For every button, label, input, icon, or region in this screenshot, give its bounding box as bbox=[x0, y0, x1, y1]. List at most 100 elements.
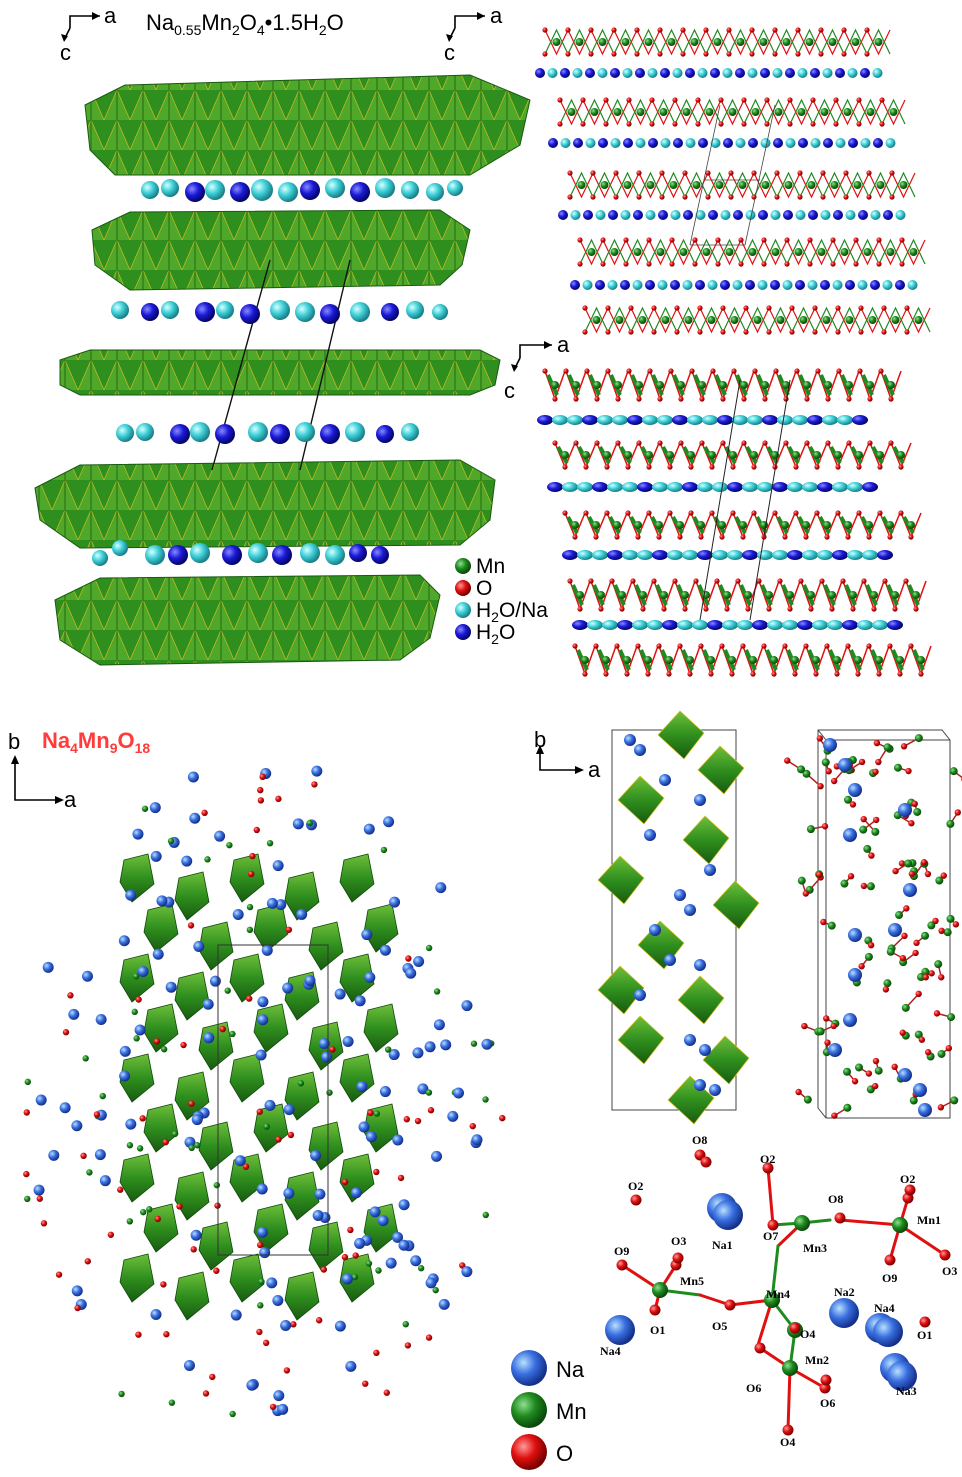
mn-atom bbox=[893, 763, 902, 772]
o-atom bbox=[879, 97, 885, 103]
o-atom bbox=[825, 396, 831, 402]
axis-triad-a: a c bbox=[60, 3, 117, 65]
water-sodium-site bbox=[710, 68, 720, 78]
mn-atom bbox=[909, 248, 918, 256]
water-sodium-site bbox=[797, 68, 808, 78]
o-atom bbox=[563, 368, 569, 374]
mn-atom bbox=[24, 1078, 31, 1086]
o-atom bbox=[925, 1049, 932, 1056]
water-sodium-site bbox=[783, 210, 793, 220]
water-sodium-site bbox=[807, 280, 818, 290]
na-atom bbox=[848, 783, 862, 797]
o-atom bbox=[695, 97, 701, 103]
water-sodium-site bbox=[785, 68, 795, 78]
water-sodium-site bbox=[572, 620, 588, 630]
mn-atom bbox=[707, 316, 716, 324]
atom-labels: O8 O2 O2 O2 Na1 O7 Mn3 O8 Mn1 O9 O3 Mn5 … bbox=[600, 1133, 957, 1449]
o-atom bbox=[729, 671, 735, 677]
o-atom bbox=[687, 671, 693, 677]
water-sodium-site bbox=[582, 280, 593, 290]
o-atom bbox=[818, 51, 824, 57]
water-sodium-site bbox=[847, 68, 858, 78]
na-atom bbox=[193, 940, 205, 952]
water-sodium-site bbox=[772, 68, 783, 78]
o-atom bbox=[285, 926, 293, 933]
o-atom bbox=[552, 440, 558, 446]
water-sodium-site bbox=[860, 138, 871, 148]
water-sodium-site bbox=[760, 138, 771, 148]
o-atom bbox=[623, 261, 629, 267]
o-atom bbox=[858, 305, 864, 311]
na-atom bbox=[634, 989, 646, 1001]
mn-atom bbox=[146, 1206, 153, 1213]
o-atom bbox=[903, 905, 910, 912]
mn-o-bond bbox=[855, 239, 880, 266]
o-atom bbox=[373, 1168, 380, 1176]
mn-atom bbox=[306, 819, 313, 827]
mn-o-bond bbox=[636, 28, 661, 55]
o-atom bbox=[818, 27, 824, 33]
o-atom bbox=[697, 329, 703, 335]
water-sodium-site bbox=[742, 550, 758, 560]
o-atom bbox=[36, 1195, 43, 1202]
o-atom bbox=[815, 368, 821, 374]
mn-atom bbox=[351, 1273, 359, 1281]
mno6-octahedron bbox=[253, 1003, 289, 1053]
water-sodium-site bbox=[677, 620, 693, 630]
water-sodium-site bbox=[722, 68, 733, 78]
mn-o-bond bbox=[832, 239, 857, 266]
water-sodium-site bbox=[907, 280, 918, 290]
axis-a-label: a bbox=[104, 3, 117, 28]
na-atom bbox=[440, 1039, 452, 1051]
mn-atom bbox=[715, 181, 724, 189]
mn-o-bond bbox=[602, 238, 627, 265]
mn-atom bbox=[843, 1067, 852, 1076]
mn-o-bond bbox=[717, 239, 742, 266]
na-atom bbox=[33, 1184, 45, 1196]
water-sodium-site bbox=[812, 620, 828, 630]
na-atom bbox=[605, 1315, 635, 1345]
na-atom bbox=[273, 1390, 285, 1402]
o-atom bbox=[876, 671, 882, 677]
o-atom bbox=[567, 578, 573, 584]
mn-atom bbox=[581, 656, 589, 664]
mno6-octahedron bbox=[229, 953, 265, 1003]
water-sodium-site bbox=[770, 210, 781, 220]
o-atom bbox=[730, 510, 736, 516]
label-mn5: Mn5 bbox=[680, 1274, 704, 1288]
o-atom bbox=[657, 396, 663, 402]
mn-atom bbox=[821, 758, 830, 767]
o-atom bbox=[954, 809, 961, 816]
o-atom bbox=[804, 396, 810, 402]
label-na4: Na4 bbox=[874, 1301, 895, 1315]
o-atom bbox=[794, 368, 800, 374]
mn-atom bbox=[572, 381, 580, 389]
o-atom bbox=[825, 440, 831, 446]
water-sodium-site bbox=[695, 210, 706, 220]
na-atom bbox=[191, 1114, 203, 1126]
water-sodium-site bbox=[745, 280, 755, 290]
water-sodium-site bbox=[582, 415, 598, 425]
mn-atom bbox=[812, 656, 820, 664]
o-atom bbox=[814, 464, 820, 470]
mn-atom bbox=[692, 181, 701, 189]
water-sodium-site bbox=[895, 210, 906, 220]
mn-o-bond bbox=[901, 238, 926, 265]
mn-atom bbox=[782, 1360, 798, 1376]
o-atom bbox=[741, 97, 747, 103]
mn-atom bbox=[817, 248, 826, 256]
label-o9: O9 bbox=[614, 1244, 629, 1258]
water-sodium-site bbox=[827, 620, 843, 630]
o-atom bbox=[850, 606, 856, 612]
na-atom bbox=[356, 1081, 368, 1093]
mn-atom bbox=[646, 181, 655, 189]
o-atom bbox=[777, 578, 783, 584]
water-sodium-site bbox=[832, 280, 843, 290]
water-sodium-site bbox=[773, 138, 783, 148]
o-atom bbox=[625, 510, 631, 516]
mn-atom bbox=[807, 591, 815, 599]
water-sodium-site bbox=[657, 415, 673, 425]
mn-atom bbox=[806, 825, 815, 834]
legend-h2o-marker bbox=[455, 624, 471, 640]
o-atom bbox=[751, 170, 757, 176]
